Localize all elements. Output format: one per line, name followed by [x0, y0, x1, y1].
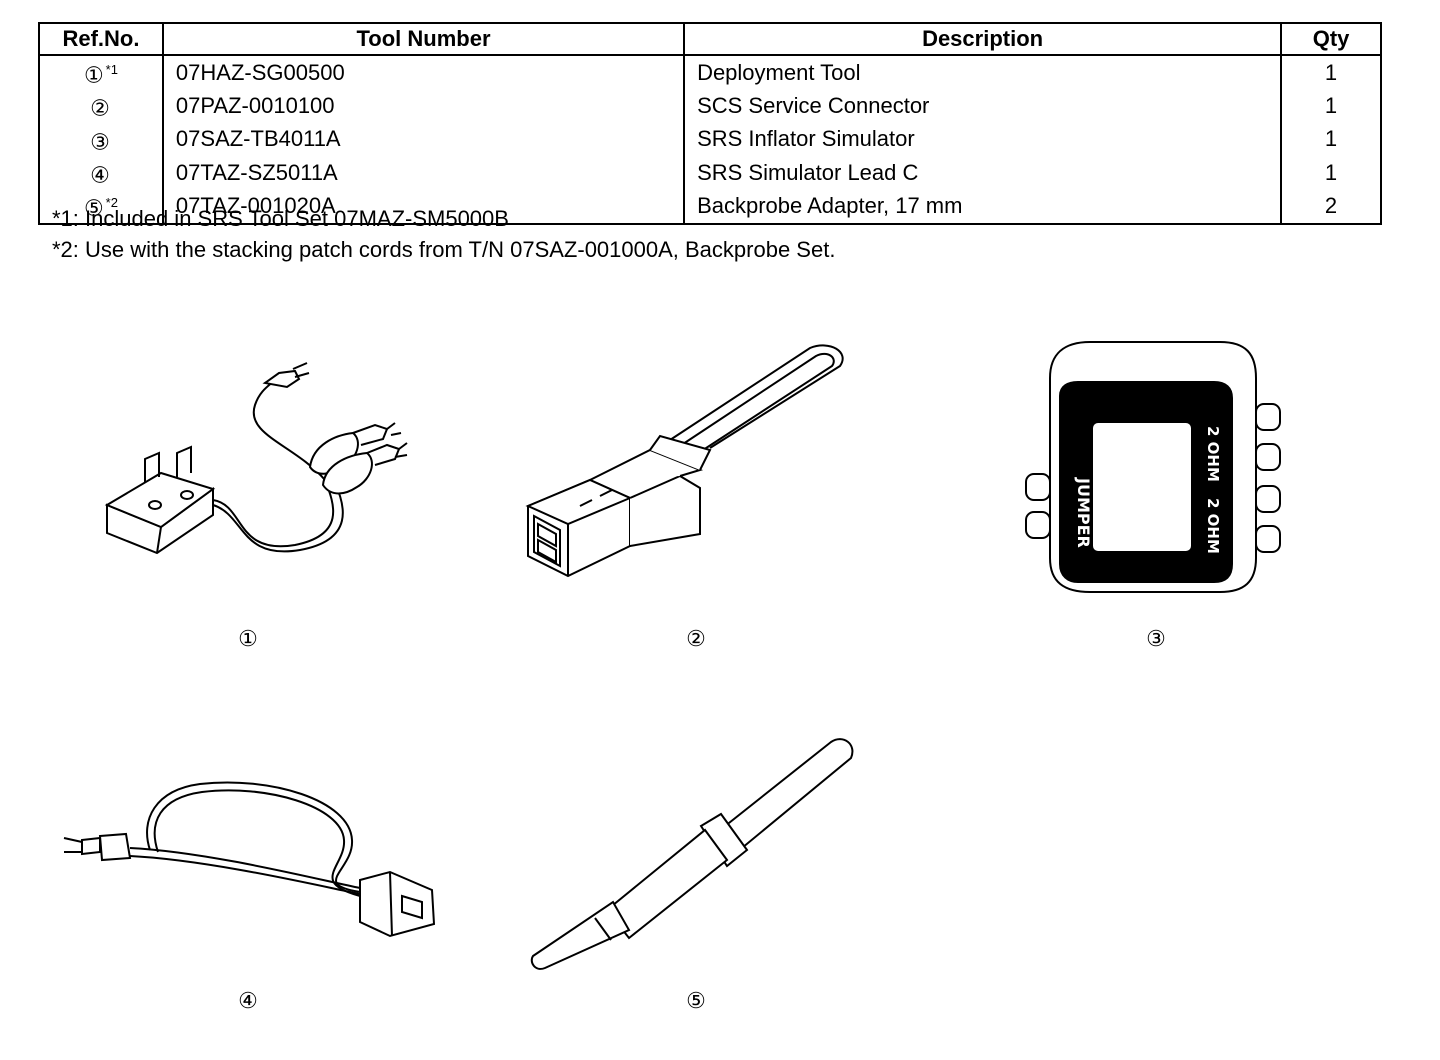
ref-number: ④	[90, 162, 110, 188]
header-tool-number: Tool Number	[161, 22, 686, 56]
ref-cell: ④	[38, 155, 164, 190]
figure-2-label: ②	[686, 627, 706, 652]
ref-cell: ⑤*2	[38, 189, 164, 225]
table-row: ② 07PAZ-0010100 SCS Service Connector 1	[38, 89, 1382, 123]
qty-cell: 1	[1280, 89, 1382, 123]
description-cell: SCS Service Connector	[683, 89, 1283, 123]
ref-number: ③	[90, 128, 110, 154]
jumper-marking: JUMPER	[1074, 477, 1093, 548]
ref-number: ②	[90, 95, 110, 121]
ohm-marking-bottom: 2 OHM	[1204, 498, 1222, 554]
qty-cell: 1	[1280, 122, 1382, 156]
inflator-simulator-illustration: JUMPER 2 OHM 2 OHM	[1025, 341, 1281, 593]
tool-table: Ref.No. Tool Number Description Qty ①*1 …	[38, 22, 1382, 225]
table-row: ⑤*2 07TAZ-001020A Backprobe Adapter, 17 …	[38, 189, 1382, 225]
footnote-2: *2: Use with the stacking patch cords fr…	[52, 237, 836, 262]
ref-cell: ③	[38, 122, 164, 156]
tool-number-cell: 07TAZ-SZ5011A	[161, 155, 686, 190]
footnote-1: *1: Included in SRS Tool Set 07MAZ-SM500…	[52, 206, 509, 231]
description-cell: SRS Inflator Simulator	[683, 122, 1283, 156]
ref-cell: ②	[38, 89, 164, 123]
tool-number-cell: 07PAZ-0010100	[161, 89, 686, 123]
service-connector-illustration	[525, 344, 844, 578]
tool-number-cell: 07SAZ-TB4011A	[161, 122, 686, 156]
table-row: ①*1 07HAZ-SG00500 Deployment Tool 1	[38, 55, 1382, 90]
footnote-mark: *2	[105, 195, 118, 211]
figure-1-label: ①	[238, 627, 258, 652]
ohm-marking-top: 2 OHM	[1204, 426, 1222, 482]
simulator-lead-illustration	[63, 781, 436, 938]
ref-cell: ①*1	[38, 55, 164, 90]
description-cell: Backprobe Adapter, 17 mm	[683, 189, 1283, 225]
figure-4-label: ④	[238, 989, 258, 1014]
deployment-tool-illustration	[104, 362, 408, 555]
ref-number: ①	[83, 62, 104, 88]
header-ref-no: Ref.No.	[38, 22, 164, 56]
table-header-row: Ref.No. Tool Number Description Qty	[38, 22, 1382, 56]
figure-5-label: ⑤	[686, 989, 706, 1014]
table-row: ③ 07SAZ-TB4011A SRS Inflator Simulator 1	[38, 122, 1382, 156]
tool-number-cell: 07HAZ-SG00500	[161, 55, 686, 90]
footnote-mark: *1	[105, 62, 118, 77]
description-cell: Deployment Tool	[683, 55, 1283, 90]
table-row: ④ 07TAZ-SZ5011A SRS Simulator Lead C 1	[38, 155, 1382, 190]
figure-3-label: ③	[1146, 627, 1166, 652]
qty-cell: 1	[1280, 155, 1382, 190]
description-cell: SRS Simulator Lead C	[683, 155, 1283, 190]
backprobe-adapter-illustration	[530, 738, 854, 970]
qty-cell: 1	[1280, 55, 1382, 90]
header-qty: Qty	[1280, 22, 1382, 56]
header-description: Description	[683, 22, 1283, 56]
tool-number-cell: 07TAZ-001020A	[161, 189, 686, 225]
ref-number: ⑤	[83, 195, 104, 221]
qty-cell: 2	[1280, 189, 1382, 225]
